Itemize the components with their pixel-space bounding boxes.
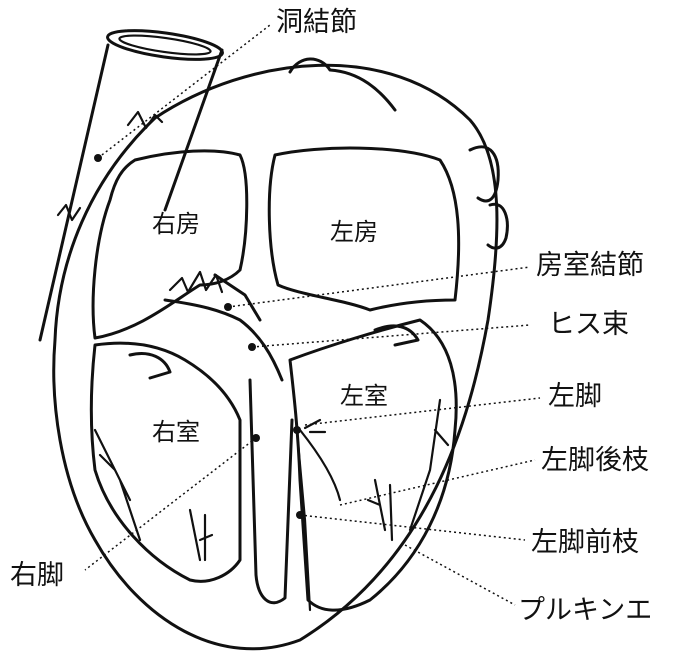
right-atrium-chamber — [93, 151, 247, 338]
leader-left-posterior — [340, 460, 535, 505]
label-av-node: 房室結節 — [536, 250, 644, 281]
av-node-structure — [130, 272, 418, 380]
label-left-anterior-fascicle: 左脚前枝 — [531, 527, 639, 558]
right-ventricle-chamber — [91, 343, 240, 581]
label-left-ventricle: 左室 — [340, 382, 388, 410]
leader-av-node — [228, 267, 530, 307]
label-sinus-node: 洞結節 — [276, 7, 357, 38]
leader-purkinje — [405, 545, 515, 605]
label-right-bundle: 右脚 — [10, 560, 64, 591]
label-left-bundle: 左脚 — [548, 381, 602, 412]
label-left-atrium: 左房 — [330, 218, 378, 246]
leader-sinus-node — [98, 25, 270, 158]
label-right-atrium: 右房 — [152, 210, 200, 238]
great-vessels-right — [290, 59, 507, 248]
label-purkinje: プルキンエ — [518, 595, 652, 626]
superior-vena-cava — [40, 25, 224, 340]
label-his-bundle: ヒス束 — [548, 309, 629, 340]
label-right-ventricle: 右室 — [152, 418, 200, 446]
left-bundle-dot — [293, 426, 301, 434]
purkinje-fibres — [95, 400, 448, 560]
heart-outline — [54, 65, 497, 649]
label-left-posterior-fascicle: 左脚後枝 — [541, 445, 649, 476]
